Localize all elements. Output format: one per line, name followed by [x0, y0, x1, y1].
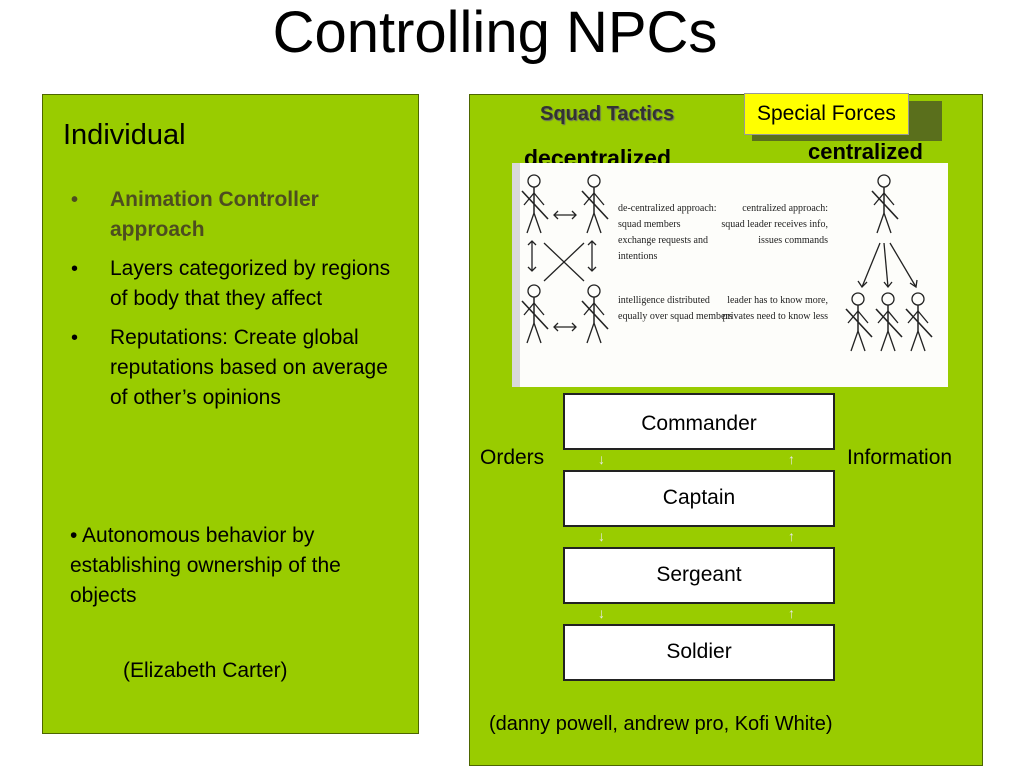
squad-credit: (danny powell, andrew pro, Kofi White) [489, 713, 833, 735]
orders-down-arrow-icon: ↓ [598, 451, 605, 467]
central-caption-line: squad leader receives info, [721, 219, 828, 230]
bullet-reputations: Reputations: Create global reputations b… [67, 323, 397, 413]
centralized-label: centralized [808, 139, 923, 164]
central-caption2-line: leader has to know more, [727, 295, 828, 306]
decentral-caption-line: exchange requests and [618, 235, 708, 246]
squad-member-figure [581, 284, 609, 344]
info-up-arrow-icon: ↑ [788, 605, 795, 621]
squad-structure-illustration: de-centralized approach: squad members e… [512, 163, 948, 387]
individual-panel: Individual Animation Controller approach… [42, 94, 419, 734]
info-up-arrow-icon: ↑ [788, 451, 795, 467]
illustration-edge [512, 163, 520, 387]
squad-tactics-label: Squad Tactics [540, 103, 675, 125]
orders-down-arrow-icon: ↓ [598, 528, 605, 544]
rank-sergeant-box: Sergeant [563, 547, 835, 604]
decentral-caption-line: squad members [618, 219, 681, 230]
private-figure [845, 292, 873, 352]
central-caption-line: centralized approach: [742, 203, 828, 214]
orders-down-arrow-icon: ↓ [598, 605, 605, 621]
autonomous-behavior-text: • Autonomous behavior by establishing ow… [70, 524, 341, 607]
squad-illustration-svg: de-centralized approach: squad members e… [512, 163, 933, 387]
slide-title: Controlling NPCs [272, 0, 718, 65]
exchange-arrows [527, 210, 597, 332]
info-up-arrow-icon: ↑ [788, 528, 795, 544]
squad-member-figure [581, 174, 609, 234]
decentral-caption-line: intentions [618, 251, 658, 262]
squad-leader-figure [871, 174, 899, 234]
private-figure [875, 292, 903, 352]
squad-panel: Squad Tactics Special Forces decentraliz… [469, 93, 983, 766]
central-caption2-line: privates need to know less [722, 311, 828, 322]
special-forces-label: Special Forces [744, 93, 909, 135]
decentral-caption2-line: intelligence distributed [618, 295, 710, 306]
rank-captain-box: Captain [563, 470, 835, 527]
individual-credit: (Elizabeth Carter) [123, 659, 288, 682]
bullet-animation-controller: Animation Controller approach [67, 185, 397, 245]
information-label: Information [847, 446, 953, 469]
special-forces-callout: Special Forces [744, 93, 942, 141]
central-caption-line: issues commands [758, 235, 828, 246]
rank-commander-box: Commander [563, 393, 835, 450]
decentral-caption-line: de-centralized approach: [618, 203, 717, 214]
squad-member-figure [521, 284, 549, 344]
command-arrows [857, 242, 918, 289]
private-figure [905, 292, 933, 352]
rank-soldier-box: Soldier [563, 624, 835, 681]
individual-bullet-list: Animation Controller approach Layers cat… [67, 185, 397, 422]
bullet-layers: Layers categorized by regions of body th… [67, 254, 397, 314]
orders-label: Orders [480, 446, 545, 469]
illustration-captions: de-centralized approach: squad members e… [618, 203, 828, 322]
individual-heading: Individual [63, 119, 186, 151]
squad-member-figure [521, 174, 549, 234]
decentral-caption2-line: equally over squad members [618, 311, 733, 322]
